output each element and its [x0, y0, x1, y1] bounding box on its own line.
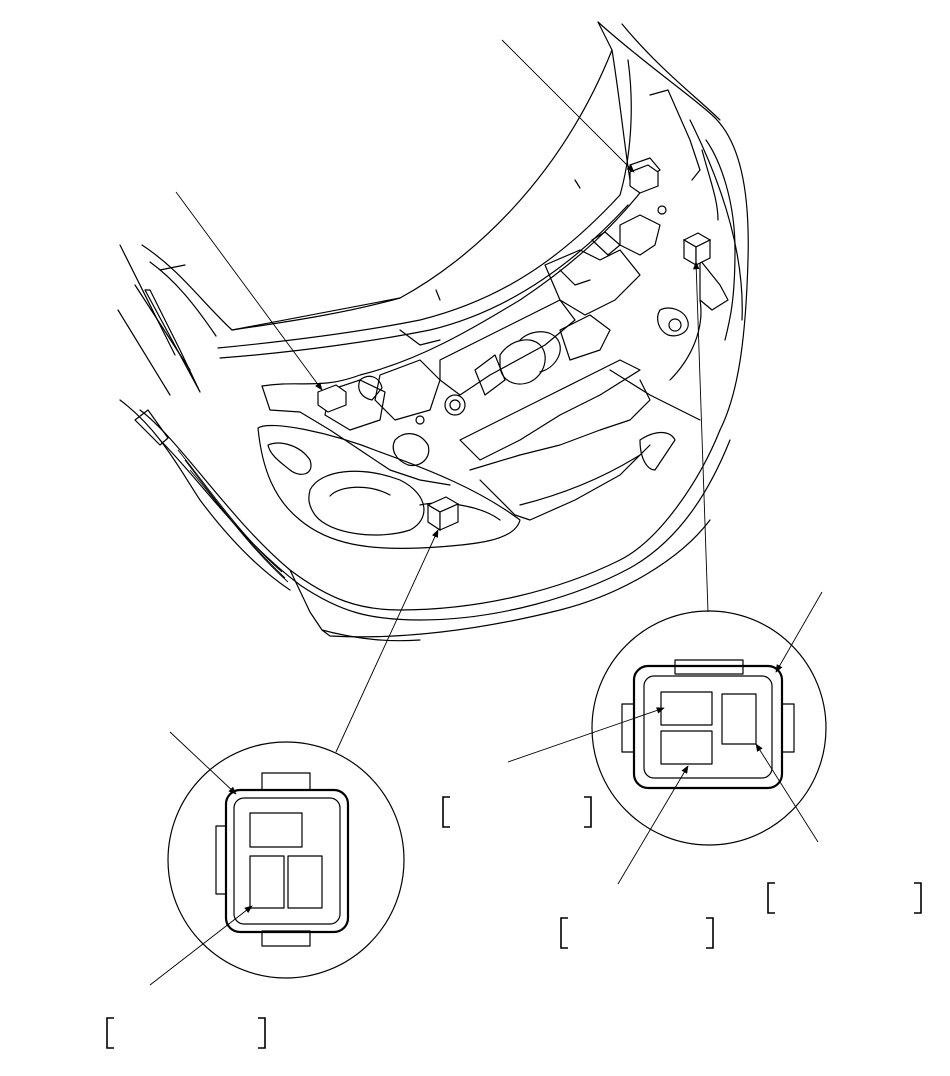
left-detail-circle	[167, 741, 405, 979]
left-connector-detail-view	[149, 731, 405, 986]
left-connector-terminal-3	[287, 855, 323, 909]
right-connector-left-tab	[621, 703, 635, 753]
label-bracket-1	[442, 796, 592, 828]
label-bracket-4	[106, 1017, 266, 1049]
left-connector-terminal-2	[249, 855, 285, 909]
right-detail-circle	[591, 610, 827, 846]
leader-left-connector	[175, 191, 323, 391]
engine-detail	[299, 157, 729, 521]
leader-right-detail	[693, 261, 709, 613]
leader-right-terminal-1	[507, 707, 665, 763]
vehicle-leader-lines	[175, 39, 709, 753]
left-connector-bottom-tab	[261, 930, 311, 947]
leader-left-detail	[335, 529, 439, 753]
leader-left-terminal	[149, 905, 253, 986]
label-bracket-3	[560, 917, 714, 949]
left-connector-housing	[224, 788, 350, 934]
headlamp-connector-block	[426, 496, 460, 532]
left-connector-side-tab	[215, 825, 227, 895]
label-bracket-2	[767, 882, 922, 914]
right-connector-detail-view	[507, 591, 827, 885]
right-connector-housing	[632, 664, 784, 790]
leader-left-housing	[169, 731, 237, 795]
hood-outline	[141, 21, 613, 331]
vehicle-front-illustration	[117, 21, 749, 642]
left-connector-terminal-1	[249, 812, 303, 848]
left-connector-top-tab	[261, 772, 311, 791]
left-connector-block	[317, 384, 347, 413]
leader-right-terminal-3	[755, 743, 819, 843]
right-connector-terminal-2	[660, 730, 713, 765]
leader-right-terminal-2	[617, 765, 689, 885]
headlamp-outline	[257, 424, 521, 549]
right-connector-terminal-1	[660, 691, 713, 726]
right-connector-terminal-3	[721, 693, 757, 745]
front-bumper-outline	[139, 409, 721, 611]
upper-connector-block	[629, 164, 659, 194]
right-connector-block	[682, 232, 712, 267]
leader-right-housing	[775, 591, 823, 673]
right-connector-right-tab	[781, 703, 795, 753]
leader-upper-connector	[501, 39, 635, 173]
